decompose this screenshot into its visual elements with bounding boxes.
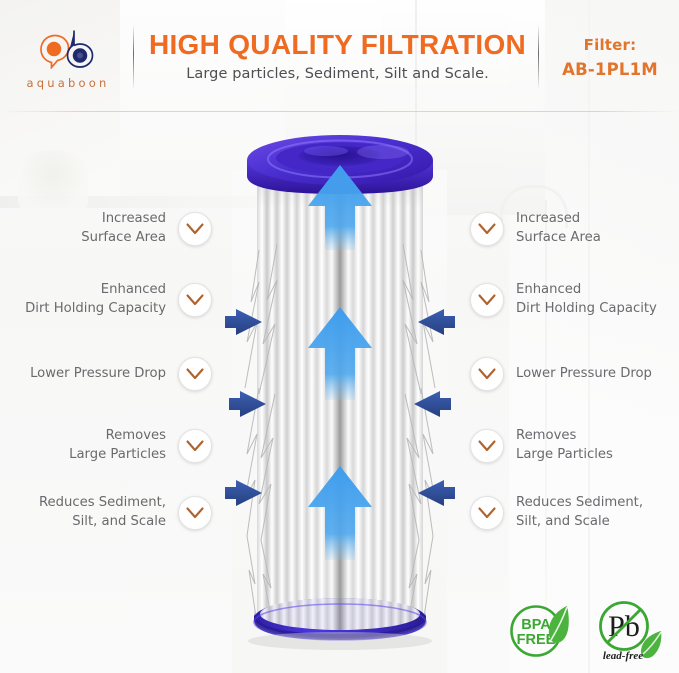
feature-label: Enhanced Dirt Holding Capacity [516, 282, 657, 316]
feature-label: Enhanced Dirt Holding Capacity [25, 282, 166, 316]
header-divider-left [133, 24, 134, 90]
brand-wordmark: aquaboon [26, 75, 110, 90]
feature-label: Reduces Sediment, Silt, and Scale [516, 495, 644, 529]
feature-label: Increased Surface Area [81, 211, 166, 245]
certification-badges: BPA FREE Pb lead-free [505, 595, 675, 667]
check-mark-icon [470, 212, 504, 246]
bpa-free-line2: FREE [517, 632, 556, 648]
feature-label: Increased Surface Area [516, 211, 601, 245]
check-mark-icon [178, 283, 212, 317]
filter-model-block: Filter: AB-1PL1M [546, 36, 674, 79]
check-mark-icon [470, 283, 504, 317]
check-mark-icon [178, 357, 212, 391]
background-sink-edge [545, 200, 547, 630]
feature-item[interactable]: Lower Pressure Drop [470, 338, 679, 410]
feature-item[interactable]: Increased Surface Area [470, 196, 679, 262]
feature-label: Lower Pressure Drop [516, 365, 652, 381]
check-mark-icon [178, 429, 212, 463]
pleat-diagram-lines-right [402, 243, 436, 627]
bpa-free-badge: BPA FREE [505, 600, 579, 662]
header-banner: aquaboon HIGH QUALITY FILTRATION Large p… [0, 0, 679, 112]
brand-logo[interactable]: aquaboon [16, 24, 120, 94]
aquaboon-droplet-logo-icon [40, 30, 94, 69]
check-mark-icon [178, 496, 212, 530]
check-mark-icon [470, 496, 504, 530]
check-mark-icon [470, 357, 504, 391]
cartridge-pleat-body [257, 174, 423, 628]
background-faucet [500, 185, 568, 228]
feature-item[interactable]: Lower Pressure Drop [0, 338, 212, 410]
feature-list-left: Increased Surface Area Enhanced Dirt Hol… [0, 196, 212, 544]
feature-item[interactable]: Removes Large Particles [470, 410, 679, 482]
feature-item[interactable]: Enhanced Dirt Holding Capacity [470, 262, 679, 338]
check-mark-icon [470, 429, 504, 463]
header-divider-right [538, 24, 539, 90]
pleated-filter-cartridge [233, 132, 447, 652]
feature-item[interactable]: Enhanced Dirt Holding Capacity [0, 262, 212, 338]
bpa-free-line1: BPA [521, 617, 551, 633]
background-door-edge [588, 0, 590, 673]
prohibition-slash [606, 608, 642, 644]
background-plant [18, 150, 88, 212]
feature-label: Removes Large Particles [516, 428, 613, 462]
filter-model-code: AB-1PL1M [562, 60, 658, 79]
feature-item[interactable]: Removes Large Particles [0, 410, 212, 482]
feature-item[interactable]: Reduces Sediment, Silt, and Scale [0, 482, 212, 544]
feature-label: Removes Large Particles [69, 428, 166, 462]
header-title-block: HIGH QUALITY FILTRATION Large particles,… [145, 29, 530, 83]
lead-free-caption: lead-free [603, 650, 643, 662]
header-bottom-rule [0, 111, 679, 112]
page-title: HIGH QUALITY FILTRATION [148, 29, 527, 60]
feature-item[interactable]: Reduces Sediment, Silt, and Scale [470, 482, 679, 544]
page-subtitle: Large particles, Sediment, Silt and Scal… [186, 66, 489, 83]
cartridge-core-opening [297, 146, 383, 168]
filter-label: Filter: [583, 36, 637, 54]
cartridge-illustration [244, 135, 436, 650]
feature-label: Reduces Sediment, Silt, and Scale [38, 495, 166, 529]
check-mark-icon [178, 212, 212, 246]
lead-free-ring [599, 601, 649, 651]
feature-list-right: Increased Surface Area Enhanced Dirt Hol… [470, 196, 679, 544]
feature-label: Lower Pressure Drop [30, 365, 166, 381]
lead-free-badge: Pb lead-free [591, 598, 671, 664]
feature-item[interactable]: Increased Surface Area [0, 196, 212, 262]
